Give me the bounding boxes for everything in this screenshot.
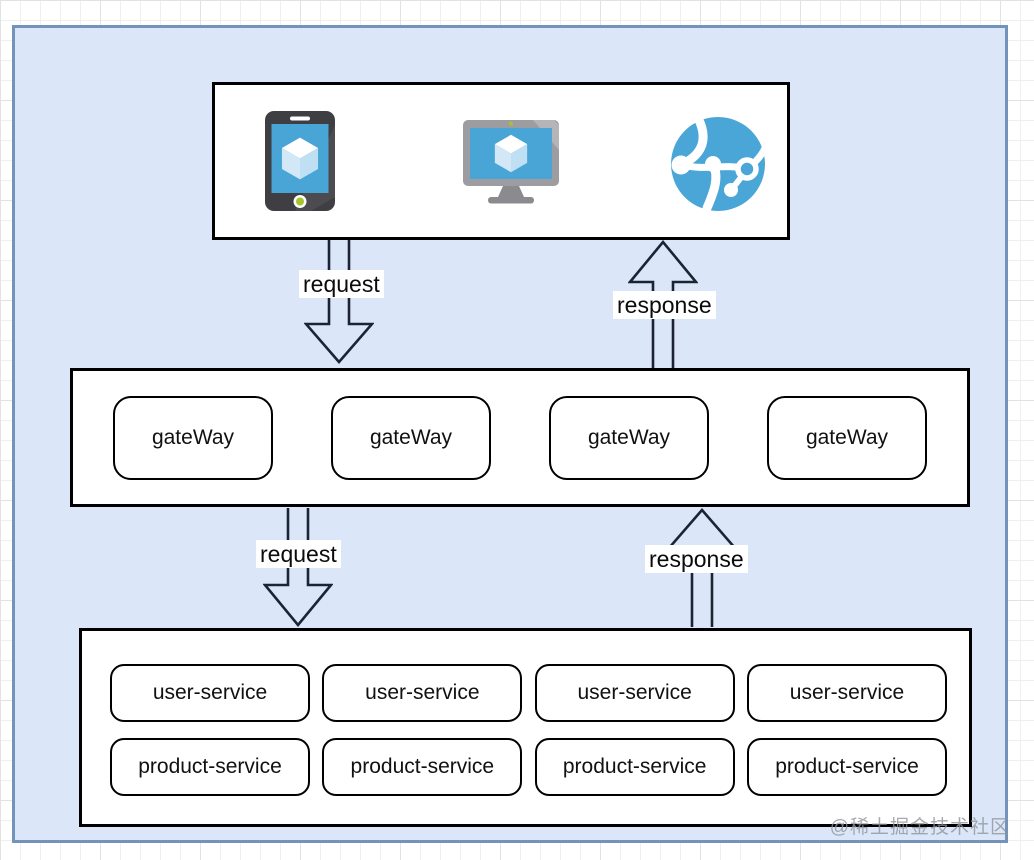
request-label-bottom: request xyxy=(256,540,341,568)
clients-box xyxy=(212,82,790,240)
request-arrow-top xyxy=(304,240,374,364)
user-service-node: user-service xyxy=(534,664,735,722)
product-service-node: product-service xyxy=(110,738,310,796)
product-service-node: product-service xyxy=(534,738,735,796)
response-arrow-top xyxy=(628,240,698,370)
request-label-top: request xyxy=(299,270,384,298)
gateway-node: gateWay xyxy=(549,395,709,480)
response-label-top: response xyxy=(613,291,716,319)
services-box: user-service user-service user-service u… xyxy=(79,628,972,827)
gateway-node: gateWay xyxy=(331,395,491,480)
product-service-row: product-service product-service product-… xyxy=(110,738,947,796)
gateway-box: gateWay gateWay gateWay gateWay xyxy=(70,368,970,507)
response-label-bottom: response xyxy=(645,545,748,573)
user-service-node: user-service xyxy=(322,664,523,722)
watermark: @稀土掘金技术社区 xyxy=(829,817,1010,838)
user-service-node: user-service xyxy=(746,664,947,722)
product-service-node: product-service xyxy=(322,738,523,796)
desktop-monitor-icon xyxy=(463,120,559,204)
user-service-row: user-service user-service user-service u… xyxy=(110,664,947,722)
product-service-node: product-service xyxy=(746,738,947,796)
mobile-device-icon xyxy=(265,111,335,211)
web-globe-icon xyxy=(671,115,768,213)
request-arrow-bottom xyxy=(263,508,333,627)
user-service-node: user-service xyxy=(110,664,310,722)
gateway-node: gateWay xyxy=(113,395,273,480)
gateway-node: gateWay xyxy=(767,395,927,480)
